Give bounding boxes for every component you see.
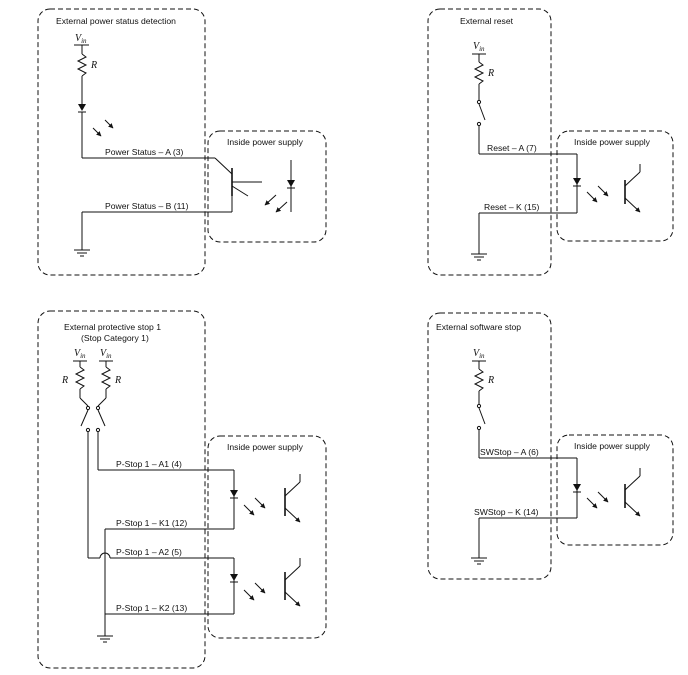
software-stop-switch xyxy=(476,403,486,431)
emission-arrow xyxy=(243,589,255,601)
emission-arrow xyxy=(275,201,288,213)
internal-led-2 xyxy=(230,558,238,614)
pin-label-p-stop-k1: P-Stop 1 – K1 (12) xyxy=(116,518,187,528)
internal-led-1 xyxy=(230,470,238,529)
inside-label-reset: Inside power supply xyxy=(574,137,651,147)
emission-arrow xyxy=(254,582,266,594)
outer-box-software-stop xyxy=(427,312,552,580)
inside-box-protective-stop xyxy=(207,435,327,639)
pin-label-p-stop-a2: P-Stop 1 – A2 (5) xyxy=(116,547,182,557)
resistor-label: R xyxy=(90,60,97,71)
ground-symbol xyxy=(471,557,487,565)
resistor-left xyxy=(74,366,86,390)
internal-led xyxy=(573,154,581,213)
phototransistor xyxy=(624,164,641,213)
inside-box-power-status xyxy=(207,130,327,243)
pin-label-p-stop-k2: P-Stop 1 – K2 (13) xyxy=(116,603,187,613)
inside-label-protective-stop: Inside power supply xyxy=(227,442,304,452)
led-emission-arrow xyxy=(104,119,114,129)
emission-arrow xyxy=(597,185,609,197)
inside-box-software-stop xyxy=(556,434,674,546)
reset-switch xyxy=(476,99,486,127)
pin-label-p-stop-a1: P-Stop 1 – A1 (4) xyxy=(116,459,182,469)
emission-arrow xyxy=(586,191,598,203)
title-power-status: External power status detection xyxy=(56,16,176,26)
title-protective-stop-line2: (Stop Category 1) xyxy=(81,333,149,343)
vin-label: Vin xyxy=(473,348,485,360)
emission-arrow xyxy=(243,504,255,516)
title-reset: External reset xyxy=(460,16,514,26)
emission-arrow xyxy=(586,497,598,509)
outer-box-power-status xyxy=(37,8,206,276)
resistor-label: R xyxy=(487,68,494,79)
ground-symbol xyxy=(74,249,90,257)
vin-label: Vin xyxy=(75,33,87,45)
pin-label-reset-k: Reset – K (15) xyxy=(484,202,540,212)
pin-label-power-status-b: Power Status – B (11) xyxy=(105,201,189,211)
panel-reset: External reset Vin R Reset – A (7) Reset… xyxy=(427,8,674,276)
emission-arrow xyxy=(597,491,609,503)
phototransistor-1 xyxy=(284,474,301,523)
resistor xyxy=(473,368,485,392)
emission-arrow xyxy=(254,497,266,509)
title-software-stop: External software stop xyxy=(436,322,521,332)
resistor-label-left: R xyxy=(61,375,68,386)
inside-box-reset xyxy=(556,130,674,242)
panel-power-status: External power status detection Vin R Po… xyxy=(37,8,327,276)
switch-left xyxy=(79,397,91,433)
resistor-label-right: R xyxy=(114,375,121,386)
vin-label: Vin xyxy=(473,41,485,53)
vin-label-right: Vin xyxy=(100,348,112,360)
internal-led xyxy=(573,458,581,518)
led-emission-arrow xyxy=(92,127,102,137)
vin-label-left: Vin xyxy=(74,348,86,360)
emission-arrow xyxy=(264,194,277,206)
panel-software-stop: External software stop Vin R SWStop – A … xyxy=(427,312,674,580)
inside-label-power-status: Inside power supply xyxy=(227,137,304,147)
phototransistor xyxy=(214,157,262,212)
internal-led xyxy=(287,160,295,212)
resistor xyxy=(473,61,485,85)
panel-protective-stop: External protective stop 1 (Stop Categor… xyxy=(37,310,327,669)
outer-box-protective-stop xyxy=(37,310,206,669)
ground-symbol xyxy=(97,635,113,643)
pin-label-swstop-k: SWStop – K (14) xyxy=(474,507,539,517)
outer-box-reset xyxy=(427,8,552,276)
inside-label-software-stop: Inside power supply xyxy=(574,441,651,451)
pin-label-swstop-a: SWStop – A (6) xyxy=(480,447,539,457)
pin-label-reset-a: Reset – A (7) xyxy=(487,143,537,153)
phototransistor-2 xyxy=(284,558,301,607)
ground-symbol xyxy=(471,253,487,261)
resistor-right xyxy=(100,366,112,390)
title-protective-stop-line1: External protective stop 1 xyxy=(64,322,161,332)
phototransistor xyxy=(624,468,641,517)
resistor xyxy=(76,53,88,77)
pin-label-power-status-a: Power Status – A (3) xyxy=(105,147,183,157)
switch-right xyxy=(95,397,107,433)
resistor-label: R xyxy=(487,375,494,386)
led-diode xyxy=(78,104,86,113)
